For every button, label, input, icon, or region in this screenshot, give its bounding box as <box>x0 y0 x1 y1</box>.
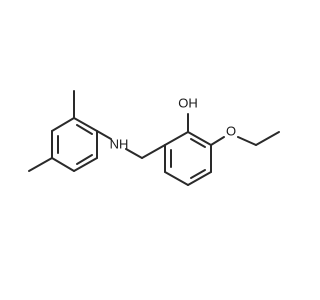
atom-label-nh: NH <box>110 136 129 151</box>
bond <box>73 157 98 172</box>
bond-ch2-ring <box>141 144 166 159</box>
bond-aryl-n <box>96 130 112 140</box>
double-bond-inner <box>190 169 206 179</box>
methyl-bond-bottom <box>28 157 53 172</box>
structure-canvas: OH NH O <box>28 90 280 186</box>
dimethylphenyl-ring <box>51 117 98 172</box>
bond-c-o <box>210 136 225 146</box>
phenol-ring <box>164 131 212 186</box>
atom-label-oh: OH <box>178 95 198 110</box>
double-bond-inner <box>190 138 206 148</box>
bond-ch2-ch3 <box>255 131 280 146</box>
molecule-diagram: OH NH O <box>28 90 280 186</box>
bond <box>187 171 212 186</box>
bond <box>164 171 189 186</box>
double-bond-inner <box>76 124 93 135</box>
atom-label-o: O <box>226 123 236 138</box>
bond <box>73 117 98 132</box>
bond-n-ch2 <box>125 148 143 159</box>
bond <box>51 157 75 172</box>
bond <box>51 117 75 132</box>
bond-o-ch2 <box>237 136 257 146</box>
double-bond-inner <box>76 154 93 165</box>
bond <box>187 131 212 146</box>
bond <box>164 131 189 146</box>
